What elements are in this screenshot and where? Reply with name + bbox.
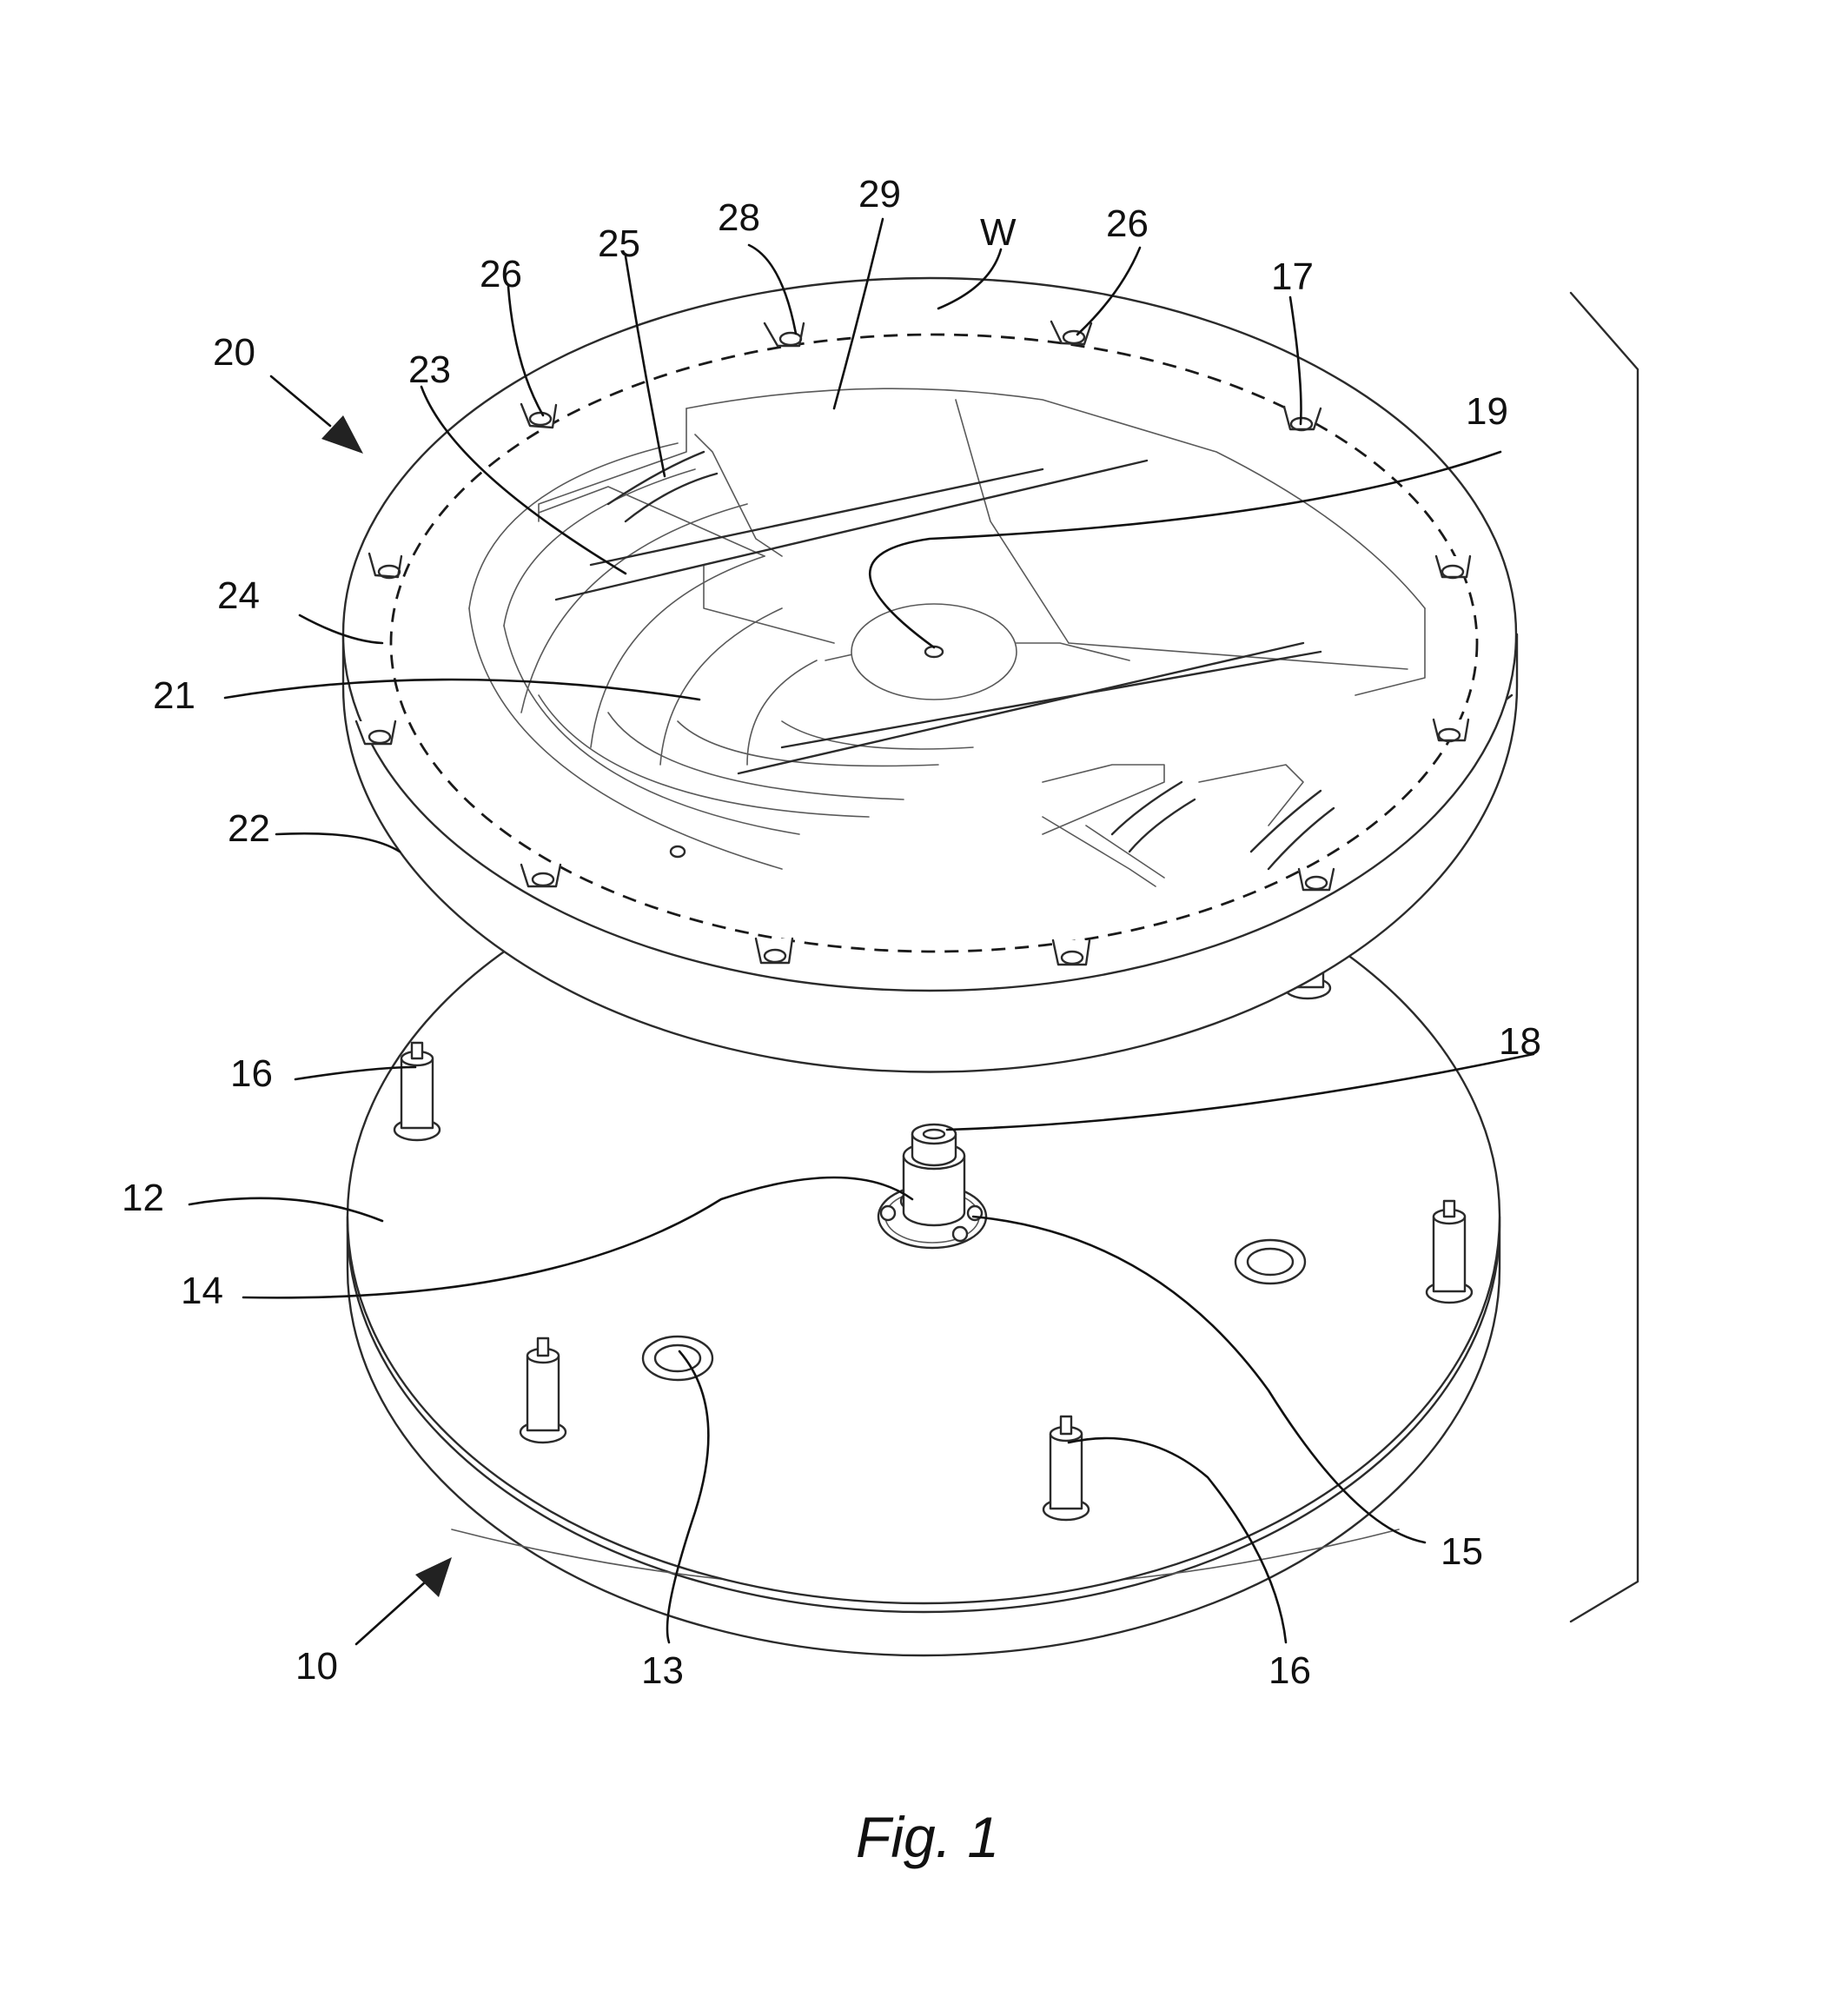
label-12: 12: [122, 1177, 164, 1219]
label-17: 17: [1271, 255, 1314, 298]
label-26-right: 26: [1106, 202, 1149, 245]
pin-front-left: [394, 1043, 440, 1140]
label-W: W: [980, 211, 1017, 254]
ring-right: [1235, 1240, 1305, 1284]
figure-caption: Fig. 1: [856, 1805, 999, 1869]
label-25: 25: [598, 222, 640, 265]
arrow-10: [356, 1557, 452, 1644]
label-16-bottom: 16: [1268, 1649, 1311, 1692]
label-18: 18: [1499, 1020, 1541, 1063]
label-22: 22: [228, 807, 270, 850]
label-15: 15: [1441, 1530, 1483, 1573]
label-21: 21: [153, 674, 195, 717]
label-16-top: 16: [230, 1052, 273, 1095]
center-hub-19: [851, 604, 1017, 700]
ring-13: [643, 1337, 712, 1380]
label-29: 29: [858, 173, 901, 216]
pin-back-left: [520, 1338, 566, 1443]
upper-plate: [343, 278, 1517, 1072]
label-28: 28: [718, 196, 760, 239]
label-23: 23: [408, 348, 451, 391]
label-26-left: 26: [480, 253, 522, 295]
label-10: 10: [295, 1645, 338, 1688]
label-13: 13: [641, 1649, 684, 1692]
label-19: 19: [1466, 390, 1508, 433]
arrow-20: [271, 376, 363, 454]
pin-right: [1427, 1201, 1472, 1303]
label-14: 14: [181, 1270, 223, 1312]
pin-front-right: [1043, 1416, 1089, 1520]
label-20: 20: [213, 331, 255, 374]
bracket: [1571, 293, 1638, 1622]
label-24: 24: [217, 574, 260, 617]
